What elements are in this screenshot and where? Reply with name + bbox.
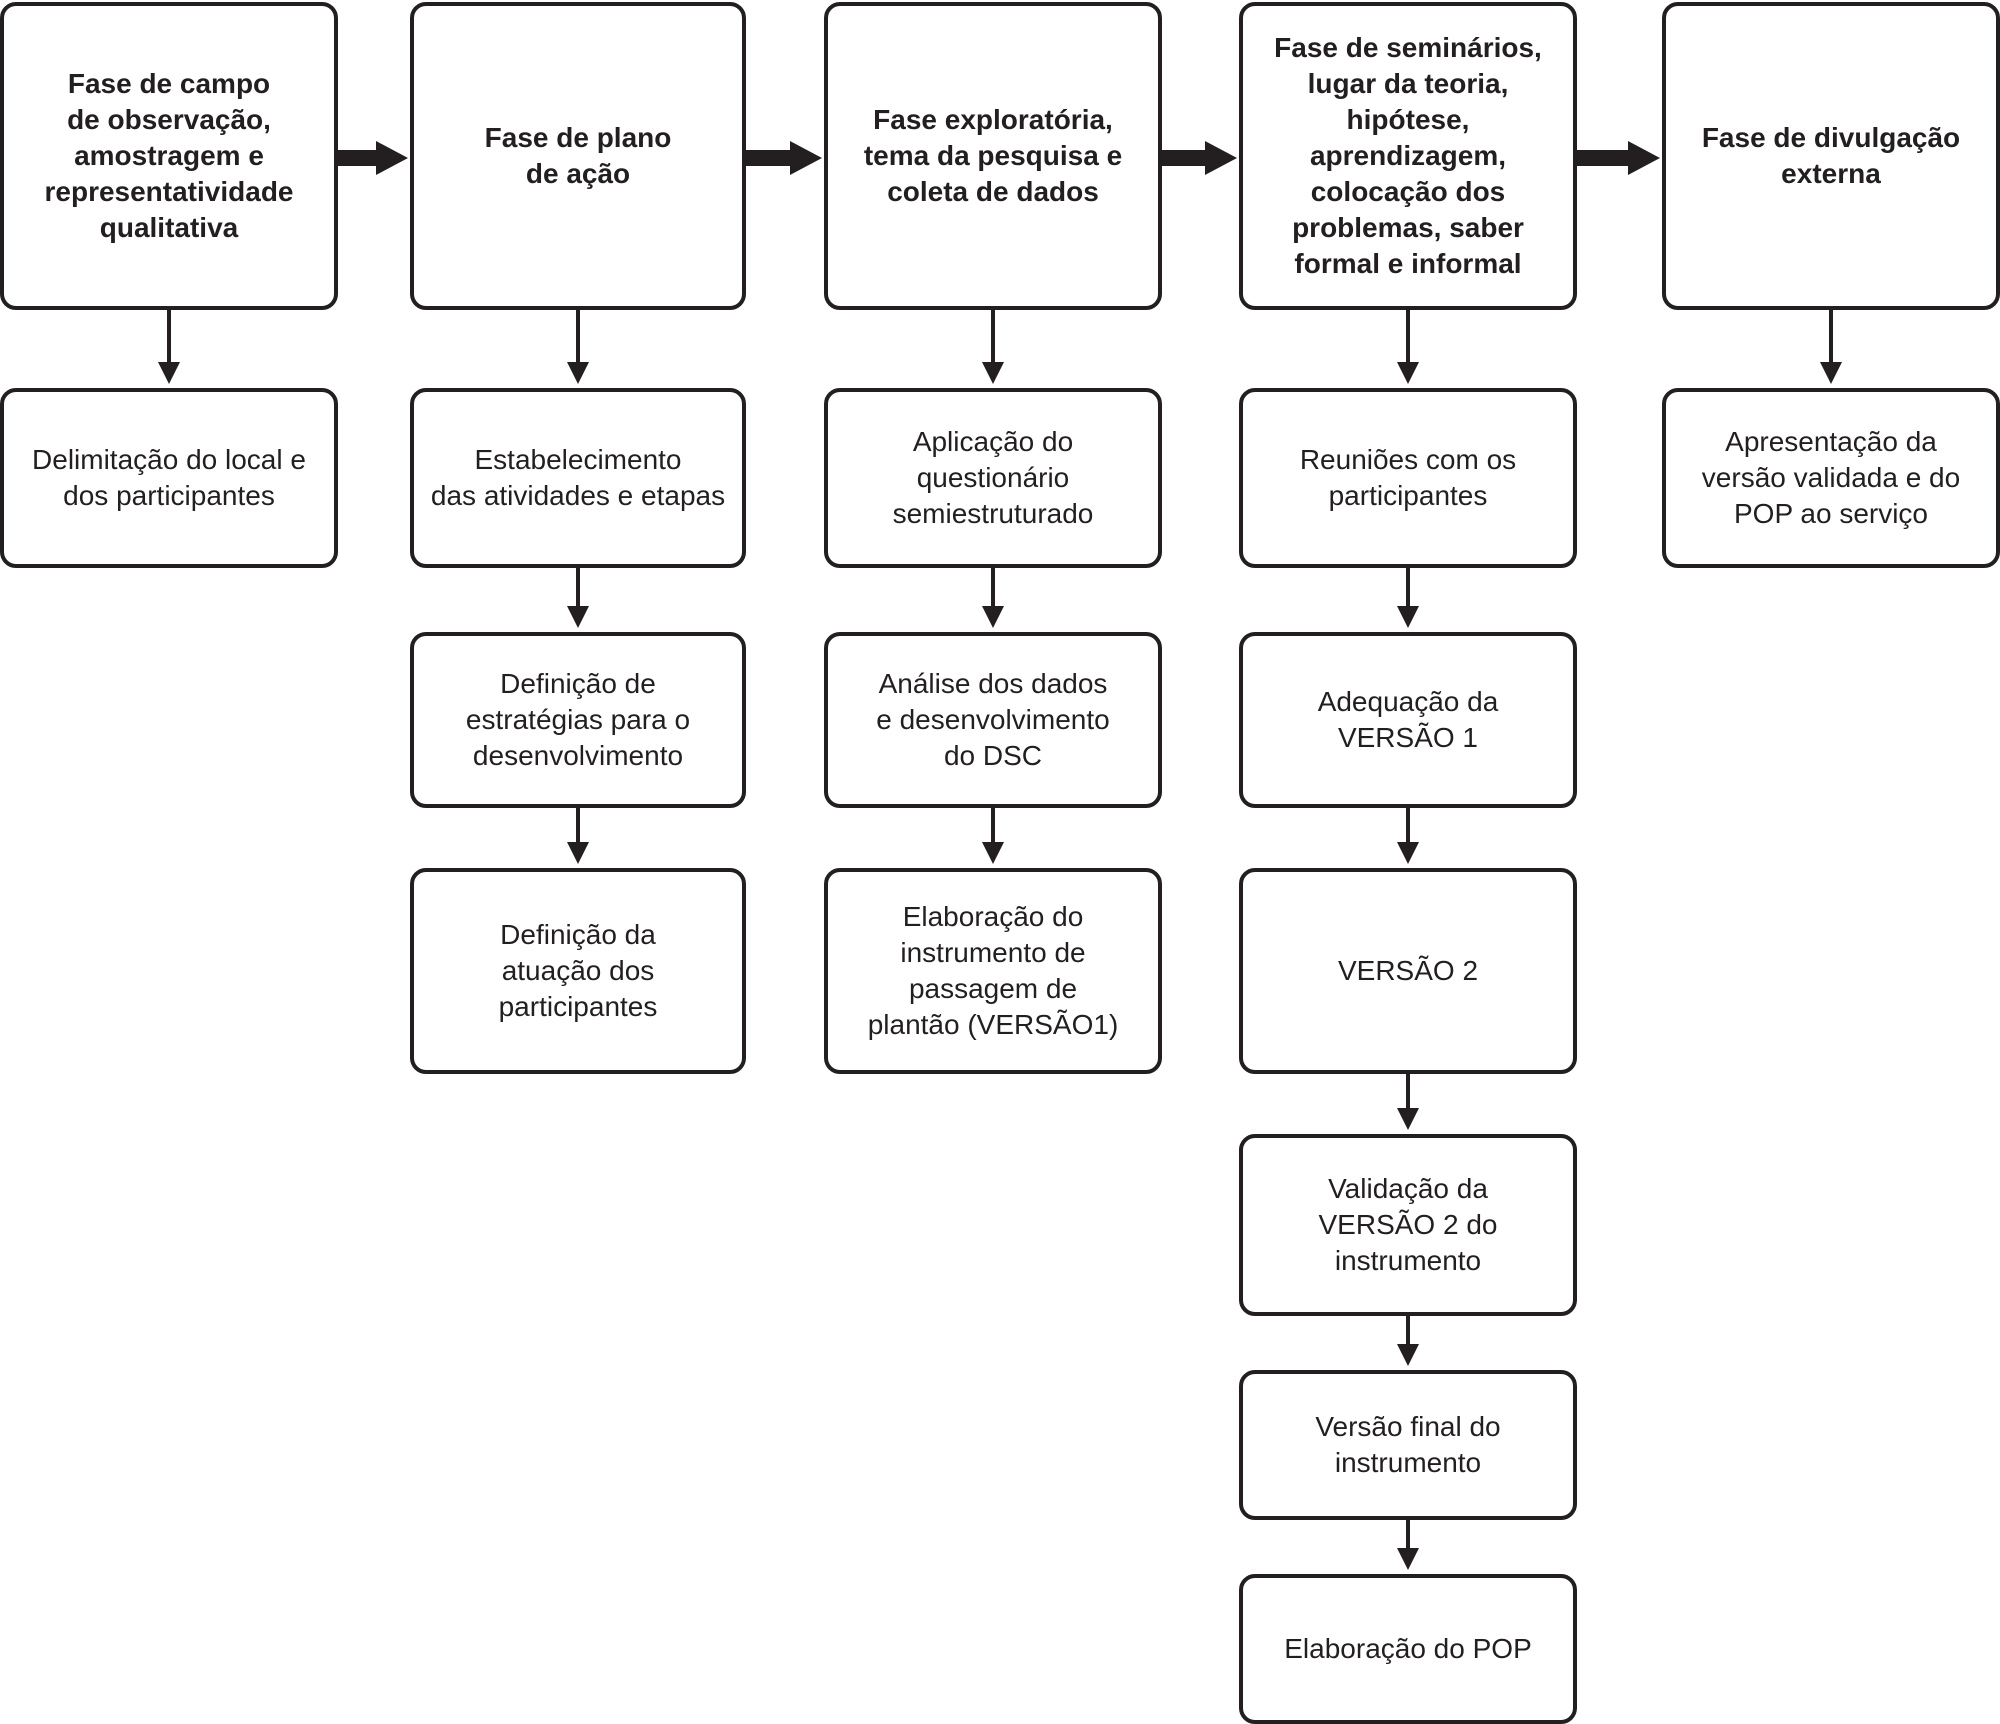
phase-label: Fase de divulgação externa xyxy=(1701,122,1961,189)
arrowhead-down xyxy=(1820,362,1842,384)
step-label: Reuniões com os participantes xyxy=(1299,444,1517,511)
arrowhead-right xyxy=(1205,141,1237,175)
arrowhead-down xyxy=(1397,1548,1419,1570)
arrowhead-right xyxy=(376,141,408,175)
arrowhead-down xyxy=(567,606,589,628)
arrowhead-down xyxy=(982,362,1004,384)
step-label: Delimitação do local e dos participantes xyxy=(32,444,306,511)
step-box-versao2: VERSÃO 2 xyxy=(1239,868,1577,1074)
arrowhead-down xyxy=(1397,1108,1419,1130)
step-label: Versão final do instrumento xyxy=(1315,1411,1501,1478)
step-box-aplicacao-questionario: Aplicação do questionário semiestruturad… xyxy=(824,388,1162,568)
phase-box-seminarios: Fase de seminários, lugar da teoria, hip… xyxy=(1239,2,1577,310)
step-label: Elaboração do instrumento de passagem de… xyxy=(867,901,1119,1040)
step-box-validacao: Validação da VERSÃO 2 do instrumento xyxy=(1239,1134,1577,1316)
arrowhead-down xyxy=(1397,362,1419,384)
horizontal-connector xyxy=(1577,150,1630,166)
phase-label: Fase exploratória, tema da pesquisa e co… xyxy=(863,104,1123,207)
arrowhead-down xyxy=(567,362,589,384)
arrowhead-right xyxy=(1628,141,1660,175)
step-box-elaboracao-pop: Elaboração do POP xyxy=(1239,1574,1577,1724)
step-label: VERSÃO 2 xyxy=(1337,955,1479,986)
arrowhead-right xyxy=(790,141,822,175)
phase-box-divulgacao: Fase de divulgação externa xyxy=(1662,2,2000,310)
step-box-apresentacao: Apresentação da versão validada e do POP… xyxy=(1662,388,2000,568)
step-label: Estabelecimento das atividades e etapas xyxy=(430,444,726,511)
step-label: Definição da atuação dos participantes xyxy=(498,919,658,1022)
step-label: Elaboração do POP xyxy=(1284,1633,1532,1664)
phase-label: Fase de plano de ação xyxy=(484,122,672,189)
step-box-versao-final: Versão final do instrumento xyxy=(1239,1370,1577,1520)
step-label: Adequação da VERSÃO 1 xyxy=(1317,686,1499,753)
arrowhead-down xyxy=(567,842,589,864)
phase-box-plano-acao: Fase de plano de ação xyxy=(410,2,746,310)
horizontal-connector xyxy=(746,150,792,166)
step-box-adequacao-versao1: Adequação da VERSÃO 1 xyxy=(1239,632,1577,808)
phase-box-exploratoria: Fase exploratória, tema da pesquisa e co… xyxy=(824,2,1162,310)
step-box-delimitacao: Delimitação do local e dos participantes xyxy=(0,388,338,568)
step-box-reunioes: Reuniões com os participantes xyxy=(1239,388,1577,568)
arrowhead-down xyxy=(1397,606,1419,628)
step-label: Definição de estratégias para o desenvol… xyxy=(465,668,691,771)
phase-box-campo: Fase de campo de observação, amostragem … xyxy=(0,2,338,310)
arrowhead-down xyxy=(982,606,1004,628)
phase-label: Fase de seminários, lugar da teoria, hip… xyxy=(1274,32,1542,279)
step-label: Apresentação da versão validada e do POP… xyxy=(1701,426,1961,529)
step-box-elaboracao-instrumento: Elaboração do instrumento de passagem de… xyxy=(824,868,1162,1074)
arrowhead-down xyxy=(1397,1344,1419,1366)
step-box-analise-dados: Análise dos dados e desenvolvimento do D… xyxy=(824,632,1162,808)
arrowhead-down xyxy=(1397,842,1419,864)
step-label: Aplicação do questionário semiestruturad… xyxy=(892,426,1094,529)
arrowhead-down xyxy=(158,362,180,384)
step-box-definicao-atuacao: Definição da atuação dos participantes xyxy=(410,868,746,1074)
horizontal-connector xyxy=(1162,150,1207,166)
horizontal-connector xyxy=(338,150,378,166)
step-label: Análise dos dados e desenvolvimento do D… xyxy=(876,668,1110,771)
step-label: Validação da VERSÃO 2 do instrumento xyxy=(1318,1173,1498,1276)
arrowhead-down xyxy=(982,842,1004,864)
step-box-estabelecimento: Estabelecimento das atividades e etapas xyxy=(410,388,746,568)
step-box-definicao-estrategias: Definição de estratégias para o desenvol… xyxy=(410,632,746,808)
phase-label: Fase de campo de observação, amostragem … xyxy=(44,68,294,243)
